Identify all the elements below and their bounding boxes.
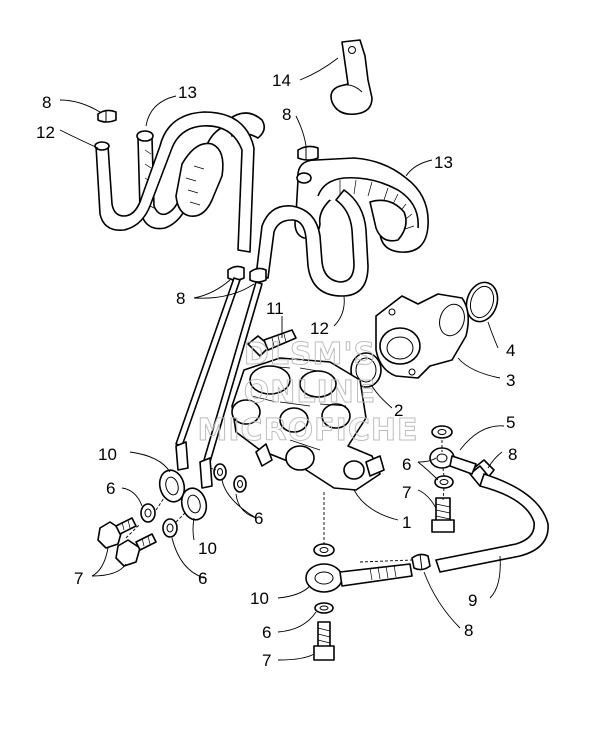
callout-11: 11 (266, 299, 284, 318)
callout-8-top-center: 8 (282, 105, 291, 124)
callout-10-left: 10 (98, 445, 117, 464)
callout-labels: 14 13 8 12 8 13 8 11 12 4 3 2 5 10 6 8 6… (36, 71, 517, 670)
callout-7-right: 7 (402, 483, 411, 502)
callout-13-left: 13 (178, 83, 197, 102)
part-14-clamp (330, 39, 373, 116)
callout-10-center: 10 (198, 539, 217, 558)
part-7-bolt-b (115, 533, 157, 567)
callout-2: 2 (394, 401, 403, 420)
callout-7-left: 7 (74, 569, 83, 588)
part-8-clamp-c (227, 265, 267, 283)
callout-6-left: 6 (106, 479, 115, 498)
callout-13-right: 13 (434, 153, 453, 172)
part-10-fitting-c (305, 563, 413, 593)
watermark: DLSM'S ONLINE MICROFICHE (197, 337, 419, 449)
callout-6-bottom: 6 (262, 623, 271, 642)
callout-6-center: 6 (254, 509, 263, 528)
part-6-washer-a (140, 503, 156, 523)
callout-6-lower-left: 6 (198, 569, 207, 588)
callout-5: 5 (506, 413, 515, 432)
part-10-fitting-a (158, 441, 189, 503)
callout-8-bottom: 8 (464, 621, 473, 640)
part-7-bolt-d (313, 621, 335, 661)
callout-14: 14 (272, 71, 291, 90)
part-10-fitting-b (180, 457, 213, 521)
part-6-washer-b (162, 518, 178, 538)
watermark-line-3: MICROFICHE (198, 413, 419, 448)
part-11-bolt (247, 329, 297, 357)
part-4-o-ring (465, 281, 499, 323)
callout-12-center: 12 (310, 319, 329, 338)
part-12-tube-left (94, 111, 255, 253)
part-6-washer-e (313, 543, 335, 614)
leader-lines (59, 57, 505, 661)
part-6-washer-c (213, 463, 247, 493)
callout-9: 9 (468, 591, 477, 610)
callout-6-right: 6 (402, 455, 411, 474)
part-8-clamp-a (97, 109, 117, 123)
callout-8-right: 8 (508, 445, 517, 464)
part-7-bolt-a (97, 517, 137, 549)
callout-3: 3 (506, 371, 515, 390)
part-5-fitting (429, 447, 477, 475)
part-9-hose (435, 473, 549, 573)
watermark-line-2: ONLINE (244, 375, 377, 410)
callout-10-bottom: 10 (250, 589, 269, 608)
part-7-bolt-c (431, 497, 455, 533)
callout-8-top-left: 8 (42, 93, 51, 112)
watermark-line-1: DLSM'S (244, 337, 376, 372)
callout-12-left: 12 (36, 123, 55, 142)
callout-1: 1 (402, 513, 411, 532)
callout-4: 4 (506, 341, 515, 360)
part-12-tube-center (255, 189, 369, 297)
part-8-clamp-e (411, 553, 431, 571)
callout-8-center-left: 8 (176, 289, 185, 308)
part-3-housing (375, 293, 470, 379)
part-1-valve-assembly (231, 357, 385, 491)
callout-7-bottom: 7 (262, 651, 271, 670)
part-8-clamp-b (297, 145, 319, 161)
